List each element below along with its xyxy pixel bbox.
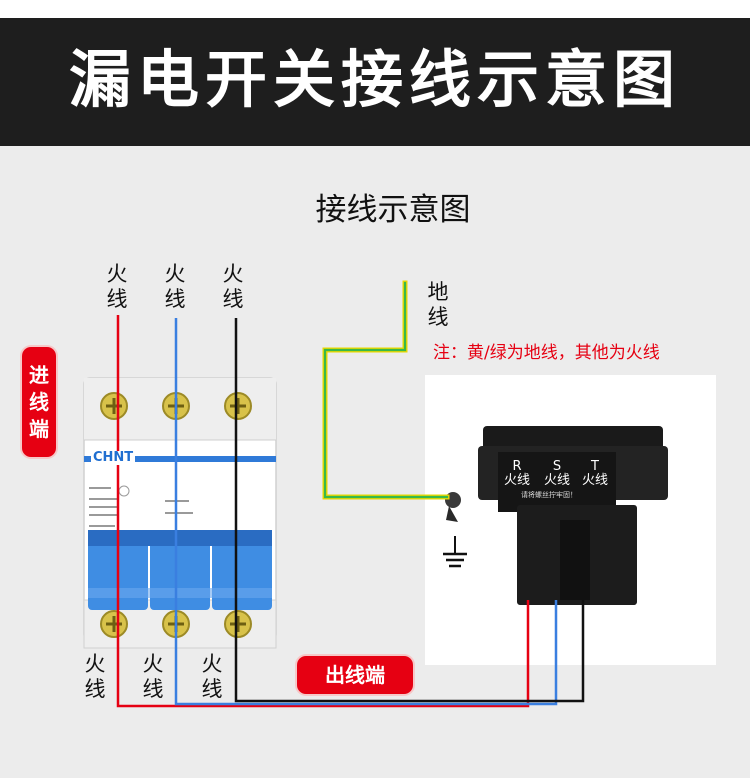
phase-label: 火线 xyxy=(543,473,570,488)
blue-phase-wire xyxy=(174,318,558,706)
top-wire-label-2: 火 线 xyxy=(164,262,186,311)
terminal-phase-s: S 火线 xyxy=(537,460,577,488)
terminal-hint: 请将螺丝拧牢固！ xyxy=(521,491,577,499)
bottom-wire-label-3: 火 线 xyxy=(201,652,223,701)
ground-terminal xyxy=(443,492,467,568)
black-phase-wire xyxy=(234,318,585,703)
inlet-tag: 进 线 端 xyxy=(22,347,56,457)
ground-wire-label: 地 线 xyxy=(427,280,449,329)
phase-wires xyxy=(116,315,585,708)
terminal-phase-t: T 火线 xyxy=(575,460,615,488)
socket-device xyxy=(425,375,716,665)
top-wire-label-1: 火 线 xyxy=(106,262,128,311)
phase-label: 火线 xyxy=(581,473,608,488)
phase-letter: R xyxy=(512,459,522,474)
leakage-breaker xyxy=(83,377,277,649)
phase-letter: S xyxy=(552,459,562,474)
banner-title: 漏电开关接线示意图 xyxy=(68,43,681,116)
red-phase-wire xyxy=(116,315,530,708)
phase-letter: T xyxy=(591,459,599,474)
phase-label: 火线 xyxy=(503,473,530,488)
bottom-wire-label-1: 火 线 xyxy=(84,652,106,701)
ground-wire xyxy=(322,280,450,500)
breaker-brand-logo: CHNT xyxy=(91,450,136,465)
wiring-note: 注：黄/绿为地线，其他为火线 xyxy=(433,343,660,363)
top-wire-label-3: 火 线 xyxy=(222,262,244,311)
terminal-phase-r: R 火线 xyxy=(497,460,537,488)
outlet-tag: 出线端 xyxy=(297,656,413,694)
title-banner: 漏电开关接线示意图 xyxy=(0,18,750,146)
bottom-wire-label-2: 火 线 xyxy=(142,652,164,701)
diagram-subtitle: 接线示意图 xyxy=(315,192,471,228)
